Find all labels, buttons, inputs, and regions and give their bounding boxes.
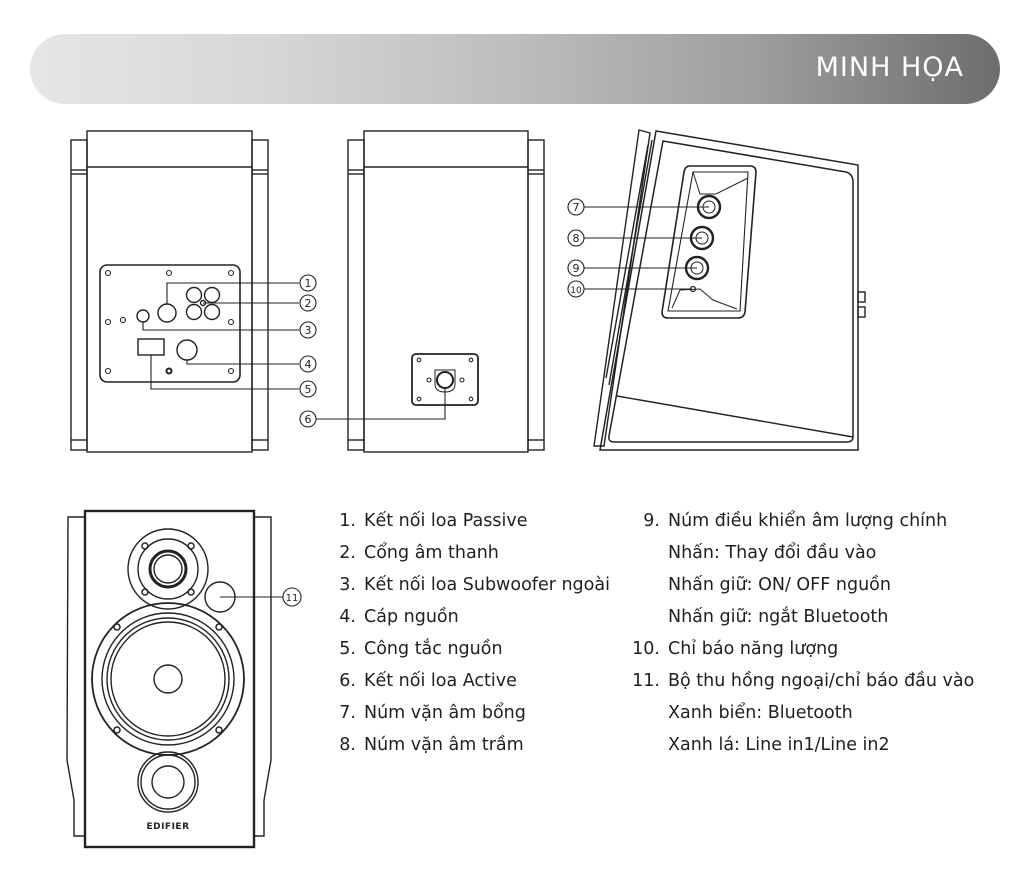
legend-number: 1. — [339, 511, 356, 531]
legend-text: Núm vặn âm trầm — [364, 735, 524, 755]
legend-number: 3. — [339, 575, 356, 595]
legend-text: Núm vặn âm bổng — [364, 703, 526, 723]
legend-subitem: Xanh biển: Bluetooth — [628, 697, 974, 729]
callouts-side — [567, 198, 585, 298]
callout-10 — [567, 280, 585, 298]
legend-item: 9. Núm điều khiển âm lượng chính — [628, 505, 974, 537]
legend-item: 4. Cáp nguồn — [332, 601, 610, 633]
legend-number: 5. — [339, 639, 356, 659]
legend-text: Nhấn giữ: ngắt Bluetooth — [668, 607, 889, 627]
callout-label: 6 — [305, 413, 312, 426]
front-view-diagram — [66, 509, 283, 849]
legend-item: 6. Kết nối loa Active — [332, 665, 610, 697]
legend-text: Nhấn: Thay đổi đầu vào — [668, 543, 877, 563]
legend-subitem: Nhấn giữ: ngắt Bluetooth — [628, 601, 974, 633]
legend-text: Kết nối loa Passive — [364, 511, 528, 531]
legend-number — [628, 601, 668, 633]
legend-text: Xanh lá: Line in1/Line in2 — [668, 735, 890, 755]
legend-text: Xanh biển: Bluetooth — [668, 703, 853, 723]
callout-label: 7 — [573, 201, 580, 214]
back-view-2-diagram — [316, 130, 545, 453]
legend-text: Bộ thu hồng ngoại/chỉ báo đầu vào — [668, 671, 975, 691]
legend-subitem: Nhấn: Thay đổi đầu vào — [628, 537, 974, 569]
legend-text: Chỉ báo năng lượng — [668, 639, 839, 659]
legend-item: 10. Chỉ báo năng lượng — [628, 633, 974, 665]
callout-label: 5 — [305, 383, 312, 396]
legend-subitem: Xanh lá: Line in1/Line in2 — [628, 729, 974, 761]
side-view-diagram — [584, 129, 866, 451]
callout-numbers: 1 2 3 4 5 6 7 8 9 10 11 EDIFIER — [146, 201, 582, 832]
brand-logo: EDIFIER — [146, 822, 189, 832]
legend-item: 3. Kết nối loa Subwoofer ngoài — [332, 569, 610, 601]
legend-text: Công tắc nguồn — [364, 639, 503, 659]
legend-subitem: Nhấn giữ: ON/ OFF nguồn — [628, 569, 974, 601]
legend-item: 5. Công tắc nguồn — [332, 633, 610, 665]
legend-item: 1. Kết nối loa Passive — [332, 505, 610, 537]
legend-number: 9. — [643, 511, 660, 531]
legend-item: 11. Bộ thu hồng ngoại/chỉ báo đầu vào — [628, 665, 974, 697]
callout-5 — [299, 380, 317, 398]
legend-text: Nhấn giữ: ON/ OFF nguồn — [668, 575, 891, 595]
callout-11 — [282, 587, 302, 607]
callout-7 — [567, 198, 585, 216]
legend-number: 11. — [632, 671, 660, 691]
callout-label: 8 — [573, 232, 580, 245]
callout-label: 9 — [573, 262, 580, 275]
callout-1 — [299, 274, 317, 292]
legend-item: 8. Núm vặn âm trầm — [332, 729, 610, 761]
legend-text: Kết nối loa Active — [364, 671, 517, 691]
callout-8 — [567, 229, 585, 247]
page-title: MINH HỌA — [815, 52, 964, 83]
legend-column-2: 9. Núm điều khiển âm lượng chính Nhấn: Th… — [628, 505, 974, 761]
legend-number: 2. — [339, 543, 356, 563]
callout-4 — [299, 355, 317, 373]
callouts-back — [299, 274, 317, 428]
legend-column-1: 1. Kết nối loa Passive 2. Cổng âm thanh 3.… — [332, 505, 610, 761]
legend-text: Kết nối loa Subwoofer ngoài — [364, 575, 610, 595]
callout-label: 10 — [570, 286, 582, 296]
callout-3 — [299, 321, 317, 339]
callouts-front — [282, 587, 302, 607]
callout-label: 2 — [305, 297, 312, 310]
legend-number: 7. — [339, 703, 356, 723]
legend-number — [628, 569, 668, 601]
callout-9 — [567, 259, 585, 277]
legend-text: Núm điều khiển âm lượng chính — [668, 511, 948, 531]
legend-number — [628, 537, 668, 569]
legend-text: Cáp nguồn — [364, 607, 459, 627]
legend-number: 4. — [339, 607, 356, 627]
callout-2 — [299, 294, 317, 312]
legend-number: 6. — [339, 671, 356, 691]
callout-label: 1 — [305, 277, 312, 290]
legend-text: Cổng âm thanh — [364, 543, 499, 563]
legend-item: 2. Cổng âm thanh — [332, 537, 610, 569]
callout-label: 3 — [305, 324, 312, 337]
legend-number — [628, 729, 668, 761]
legend-item: 7. Núm vặn âm bổng — [332, 697, 610, 729]
callout-label: 4 — [305, 358, 312, 371]
header-banner: MINH HỌA — [30, 34, 1000, 104]
callout-label: 11 — [286, 593, 299, 604]
legend-number: 10. — [632, 639, 660, 659]
legend-number — [628, 697, 668, 729]
back-view-diagram — [70, 130, 299, 453]
legend-number: 8. — [339, 735, 356, 755]
